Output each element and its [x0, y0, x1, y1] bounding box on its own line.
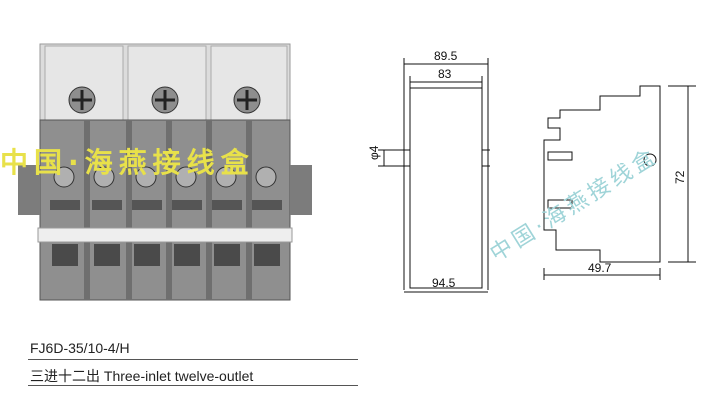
dim-hole: φ4 [367, 145, 381, 160]
photo-watermark: 中国·海燕接线盒 [0, 146, 255, 179]
dim-top-outer: 89.5 [434, 49, 458, 63]
side-watermark: 中国·海燕接线盒 [486, 144, 663, 267]
dim-height: 72 [673, 170, 687, 184]
model-number: FJ6D-35/10-4/H [30, 340, 130, 356]
caption-divider-top [28, 359, 358, 360]
product-description: 三进十二出 Three-inlet twelve-outlet [30, 368, 254, 384]
dim-width: 49.7 [588, 261, 612, 275]
caption-divider-bottom [28, 385, 358, 386]
side-view-drawing [543, 85, 696, 280]
terminal-block-photo [18, 43, 312, 301]
dim-bottom: 94.5 [432, 276, 456, 290]
front-view-drawing [378, 58, 490, 293]
dim-top-inner: 83 [438, 67, 452, 81]
